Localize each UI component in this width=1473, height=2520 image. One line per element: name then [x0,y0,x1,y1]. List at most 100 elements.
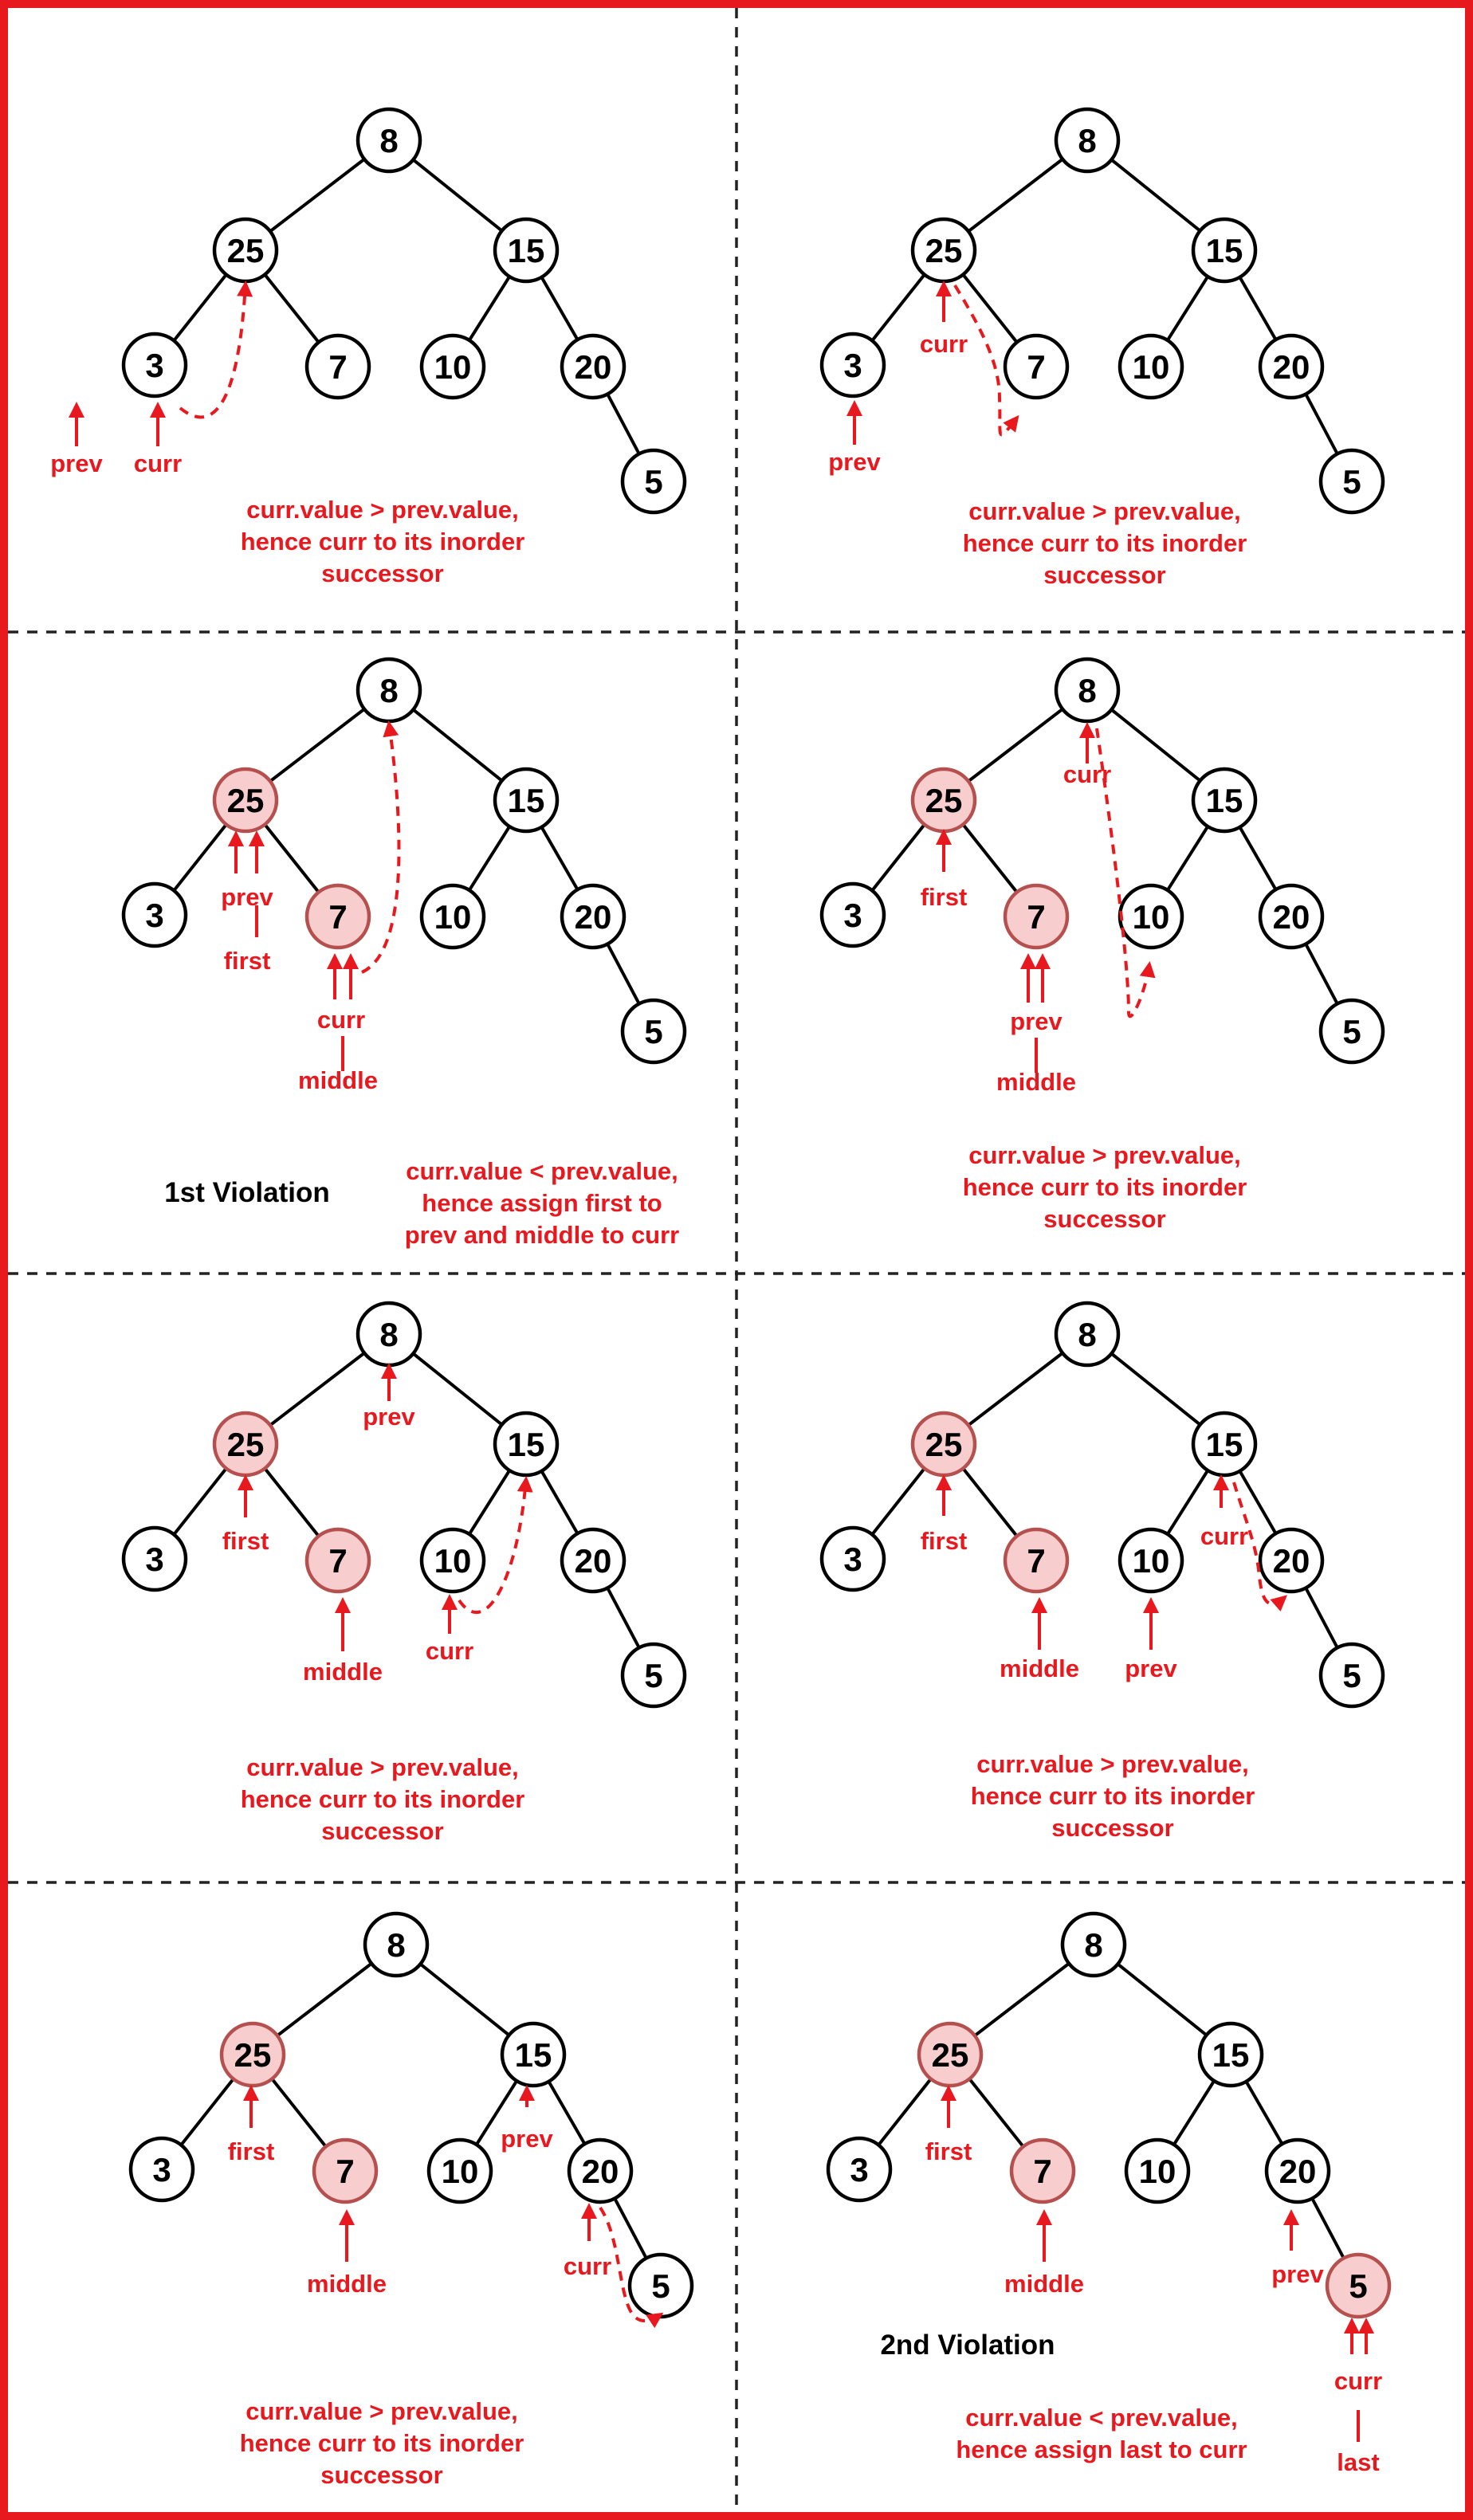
caption-line: successor [1043,561,1165,589]
node-label: 10 [434,898,472,936]
pointer-label-middle: middle [1004,2270,1084,2298]
node-label: 8 [1078,1316,1096,1353]
caption-line: hence curr to its inorder [963,529,1247,557]
node-10 [1118,333,1184,400]
node-label: 25 [925,1426,963,1463]
node-3 [819,1525,886,1592]
node-label: 7 [1033,2153,1051,2190]
node-20 [1264,2137,1331,2204]
pointer-label-middle: middle [303,1658,383,1686]
pointer-label-first: first [921,883,968,911]
caption-line: hence curr to its inorder [971,1782,1255,1810]
node-label: 10 [1133,1542,1170,1580]
node-label: 15 [508,782,545,819]
node-20 [567,2137,634,2204]
node-7 [1003,883,1070,950]
node-7 [1003,1527,1070,1594]
node-15 [1191,217,1258,284]
node-5 [1318,1642,1385,1709]
node-5 [620,998,687,1065]
node-label: 5 [1342,1013,1361,1050]
node-15 [493,1411,560,1478]
node-label: 7 [1027,898,1045,936]
node-label: 10 [1133,348,1170,386]
node-10 [426,2137,493,2204]
node-label: 20 [582,2153,619,2190]
caption-line: curr.value > prev.value, [968,1141,1240,1169]
pointer-label-prev: prev [50,449,103,477]
node-8 [1054,1301,1121,1368]
caption-line: successor [321,559,443,587]
node-15 [1191,767,1258,834]
node-label: 20 [1279,2153,1317,2190]
node-label: 7 [1027,1542,1045,1580]
node-label: 8 [379,122,398,159]
node-20 [560,1527,627,1594]
pointer-label-first: first [224,947,271,975]
pointer-label-middle: middle [1000,1654,1079,1682]
node-label: 15 [1206,232,1243,269]
node-7 [1003,333,1070,400]
node-label: 7 [336,2153,354,2190]
node-label: 7 [328,898,347,936]
node-label: 7 [1027,348,1045,386]
node-20 [1258,1527,1325,1594]
node-label: 15 [1206,782,1243,819]
node-label: 15 [508,232,545,269]
node-label: 15 [1206,1426,1243,1463]
node-10 [419,333,486,400]
caption-line: hence assign first to [422,1189,662,1217]
pointer-label-curr: curr [920,330,968,358]
traversal-arrow [953,284,1019,437]
traversal-arrow [599,2206,664,2329]
node-label: 3 [843,347,862,384]
pointer-label-middle: middle [298,1066,378,1094]
node-20 [1258,883,1325,950]
node-label: 10 [434,1542,472,1580]
caption-line: hence curr to its inorder [241,1785,525,1813]
node-label: 10 [1133,898,1170,936]
node-8 [1060,1911,1127,1978]
node-label: 8 [387,1926,405,1964]
pointer-label-first: first [925,2137,972,2165]
caption-line: curr.value > prev.value, [246,496,518,524]
node-5 [620,448,687,515]
violation-title: 1st Violation [164,1177,329,1208]
node-label: 3 [152,2151,171,2188]
node-label: 10 [442,2153,479,2190]
node-label: 5 [644,463,662,500]
node-label: 20 [575,898,612,936]
node-5 [620,1642,687,1709]
node-label: 25 [234,2036,272,2074]
panels: 8 25 15 3 7 10 20 5 prev curr curr.value > prev.va… [50,107,1392,2489]
node-label: 5 [651,2267,670,2305]
node-label: 8 [1078,122,1096,159]
node-label: 25 [227,232,265,269]
node-label: 5 [1342,1657,1361,1694]
pointer-label-prev: prev [363,1403,415,1431]
pointer-label-prev: prev [501,2125,553,2153]
node-label: 3 [145,347,163,384]
caption-line: hence curr to its inorder [240,2429,524,2457]
caption-line: successor [320,2461,442,2489]
pointer-label-curr: curr [426,1637,473,1665]
node-8 [1054,657,1121,724]
node-3 [819,881,886,948]
node-7 [1009,2137,1076,2204]
pointer-label-last: last [1337,2448,1379,2476]
node-20 [560,883,627,950]
node-label: 5 [1342,463,1361,500]
pointer-label-prev: prev [828,448,881,476]
node-3 [121,332,188,398]
node-label: 15 [508,1426,545,1463]
node-label: 10 [1139,2153,1176,2190]
traversal-arrow [361,720,401,974]
node-label: 25 [227,1426,265,1463]
caption-line: hence curr to its inorder [963,1173,1247,1201]
pointer-label-curr: curr [317,1006,365,1034]
pointer-label-curr: curr [1063,760,1111,788]
